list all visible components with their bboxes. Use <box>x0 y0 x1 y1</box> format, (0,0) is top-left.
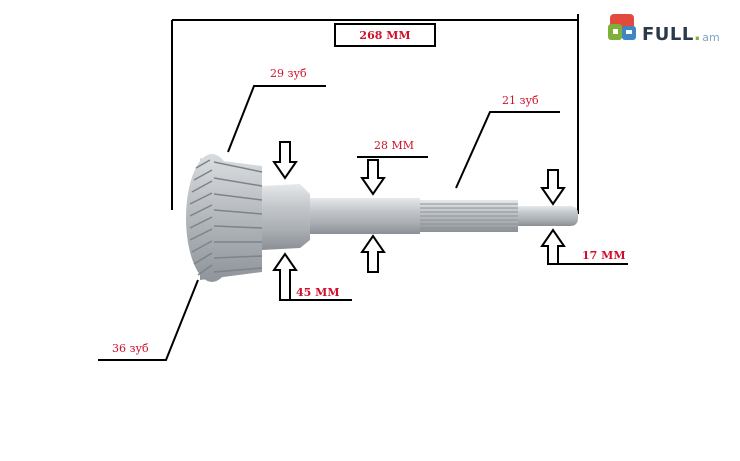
overall-length-box: 268 MM <box>334 23 436 47</box>
splined-section <box>420 200 518 232</box>
pilot-tip <box>518 206 578 226</box>
arrow-down-journal <box>272 141 298 180</box>
large-gear-teeth-label: 36 зуб <box>112 342 149 355</box>
spline-teeth-label: 21 зуб <box>502 94 539 107</box>
watermark-logo: FULL. am <box>638 14 720 54</box>
pilot-diameter-label: 17 MM <box>582 249 626 262</box>
large-gear <box>186 154 263 282</box>
arrow-down-shaft <box>360 159 386 196</box>
arrow-up-pilot <box>540 228 566 265</box>
watermark-suffix: am <box>702 30 720 44</box>
watermark-dot: . <box>693 23 702 45</box>
arrow-up-journal <box>272 252 298 301</box>
journal-diameter-label: 45 MM <box>296 286 340 299</box>
arrow-down-pilot <box>540 169 566 206</box>
main-shaft <box>310 198 420 234</box>
watermark-brand: FULL. <box>642 24 701 45</box>
leader-lines <box>98 85 628 361</box>
overall-length-label: 268 MM <box>359 28 411 42</box>
small-gear-teeth-label: 29 зуб <box>270 67 307 80</box>
full-am-logo-icon <box>608 14 636 40</box>
overall-dimension-bracket <box>171 14 579 214</box>
shaft-diameter-label: 28 MM <box>374 139 415 152</box>
watermark-text: FULL <box>642 23 694 45</box>
journal-collar <box>262 184 310 250</box>
arrow-up-shaft <box>360 234 386 273</box>
arrows <box>272 141 566 301</box>
